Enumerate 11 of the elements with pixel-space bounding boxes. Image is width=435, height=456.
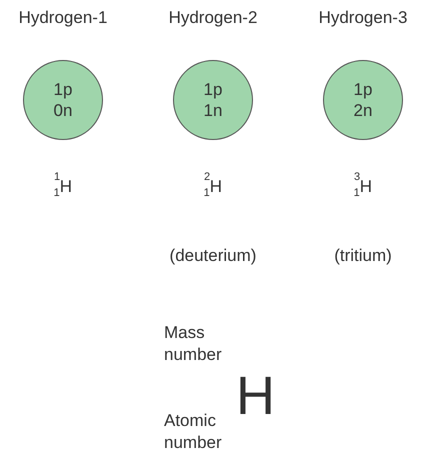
atomic-number-label: Atomic number [164, 410, 223, 454]
particle-count: 1p 1n [202, 79, 224, 121]
element-symbol: H [236, 366, 275, 426]
isotope-name: Hydrogen-1 [18, 7, 108, 29]
isotope-common-name: (deuterium) [168, 245, 258, 267]
isotope-name: Hydrogen-2 [168, 7, 258, 29]
mass-number-label: Mass number [164, 322, 223, 366]
isotope-common-name: (tritium) [333, 245, 393, 267]
particle-count: 1p 0n [52, 79, 74, 121]
isotope-name: Hydrogen-3 [318, 7, 408, 29]
particle-count: 1p 2n [352, 79, 374, 121]
